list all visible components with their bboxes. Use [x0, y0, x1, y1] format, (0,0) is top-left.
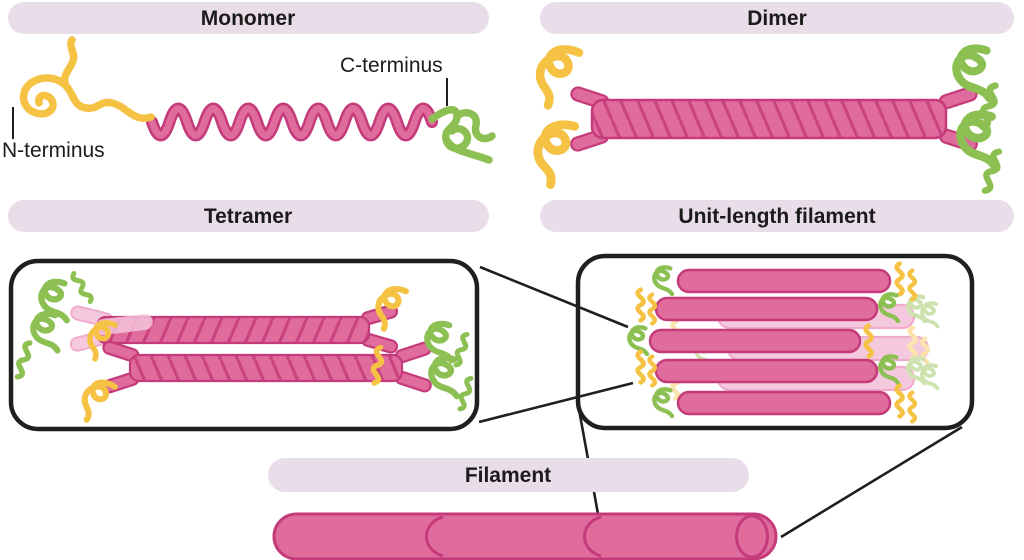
monomer-title: Monomer [201, 7, 296, 30]
section-header-unit-length-filament: Unit-length filament [540, 200, 1014, 232]
dimer-pill [540, 2, 1014, 34]
connector-ulf-to-filament-right [780, 425, 963, 539]
monomer-pill [8, 2, 489, 34]
unit-length-filament-title: Unit-length filament [678, 205, 875, 228]
n-terminus-label: N-terminus [2, 139, 105, 162]
monomer-illustration: N-terminus C-terminus [2, 36, 496, 164]
filament-pill [268, 458, 749, 492]
dimer-n-squiggle [534, 123, 582, 186]
ulf-rod [654, 296, 879, 322]
c-terminus-squiggle [428, 106, 496, 164]
dimer-title: Dimer [747, 7, 807, 30]
section-header-monomer: Monomer [8, 2, 489, 34]
connector-tetramer-to-ulf-bottom [478, 381, 634, 424]
tetramer-illustration [14, 272, 474, 424]
section-header-dimer: Dimer [540, 2, 1014, 34]
ulf-rod [676, 268, 892, 294]
filament-segment-arc [583, 515, 602, 558]
filament-title: Filament [465, 464, 551, 487]
tetramer-dimer-rope-top [95, 313, 371, 345]
filament-end-cap [735, 514, 769, 559]
tetramer-dimer-rope-bottom [128, 353, 404, 383]
dimer-coiled-coil [590, 98, 948, 140]
section-header-tetramer: Tetramer [8, 200, 489, 232]
tetramer-title: Tetramer [204, 205, 292, 228]
ulf-rod [654, 358, 879, 384]
filament-illustration [272, 512, 778, 560]
c-terminus-label: C-terminus [340, 54, 443, 77]
unit-length-filament-illustration [629, 264, 940, 422]
ulf-rod [676, 390, 892, 416]
connector-tetramer-to-ulf-top [479, 265, 629, 329]
section-header-filament: Filament [268, 458, 749, 492]
filament-rod [272, 512, 778, 560]
dimer-illustration [534, 48, 1002, 191]
n-terminus-squiggle [19, 36, 155, 122]
filament-segment-arc [425, 515, 444, 558]
tetramer-pill [8, 200, 489, 232]
alpha-helix-core [148, 105, 436, 139]
unit-length-filament-pill [540, 200, 1014, 232]
ulf-rod [648, 328, 862, 354]
